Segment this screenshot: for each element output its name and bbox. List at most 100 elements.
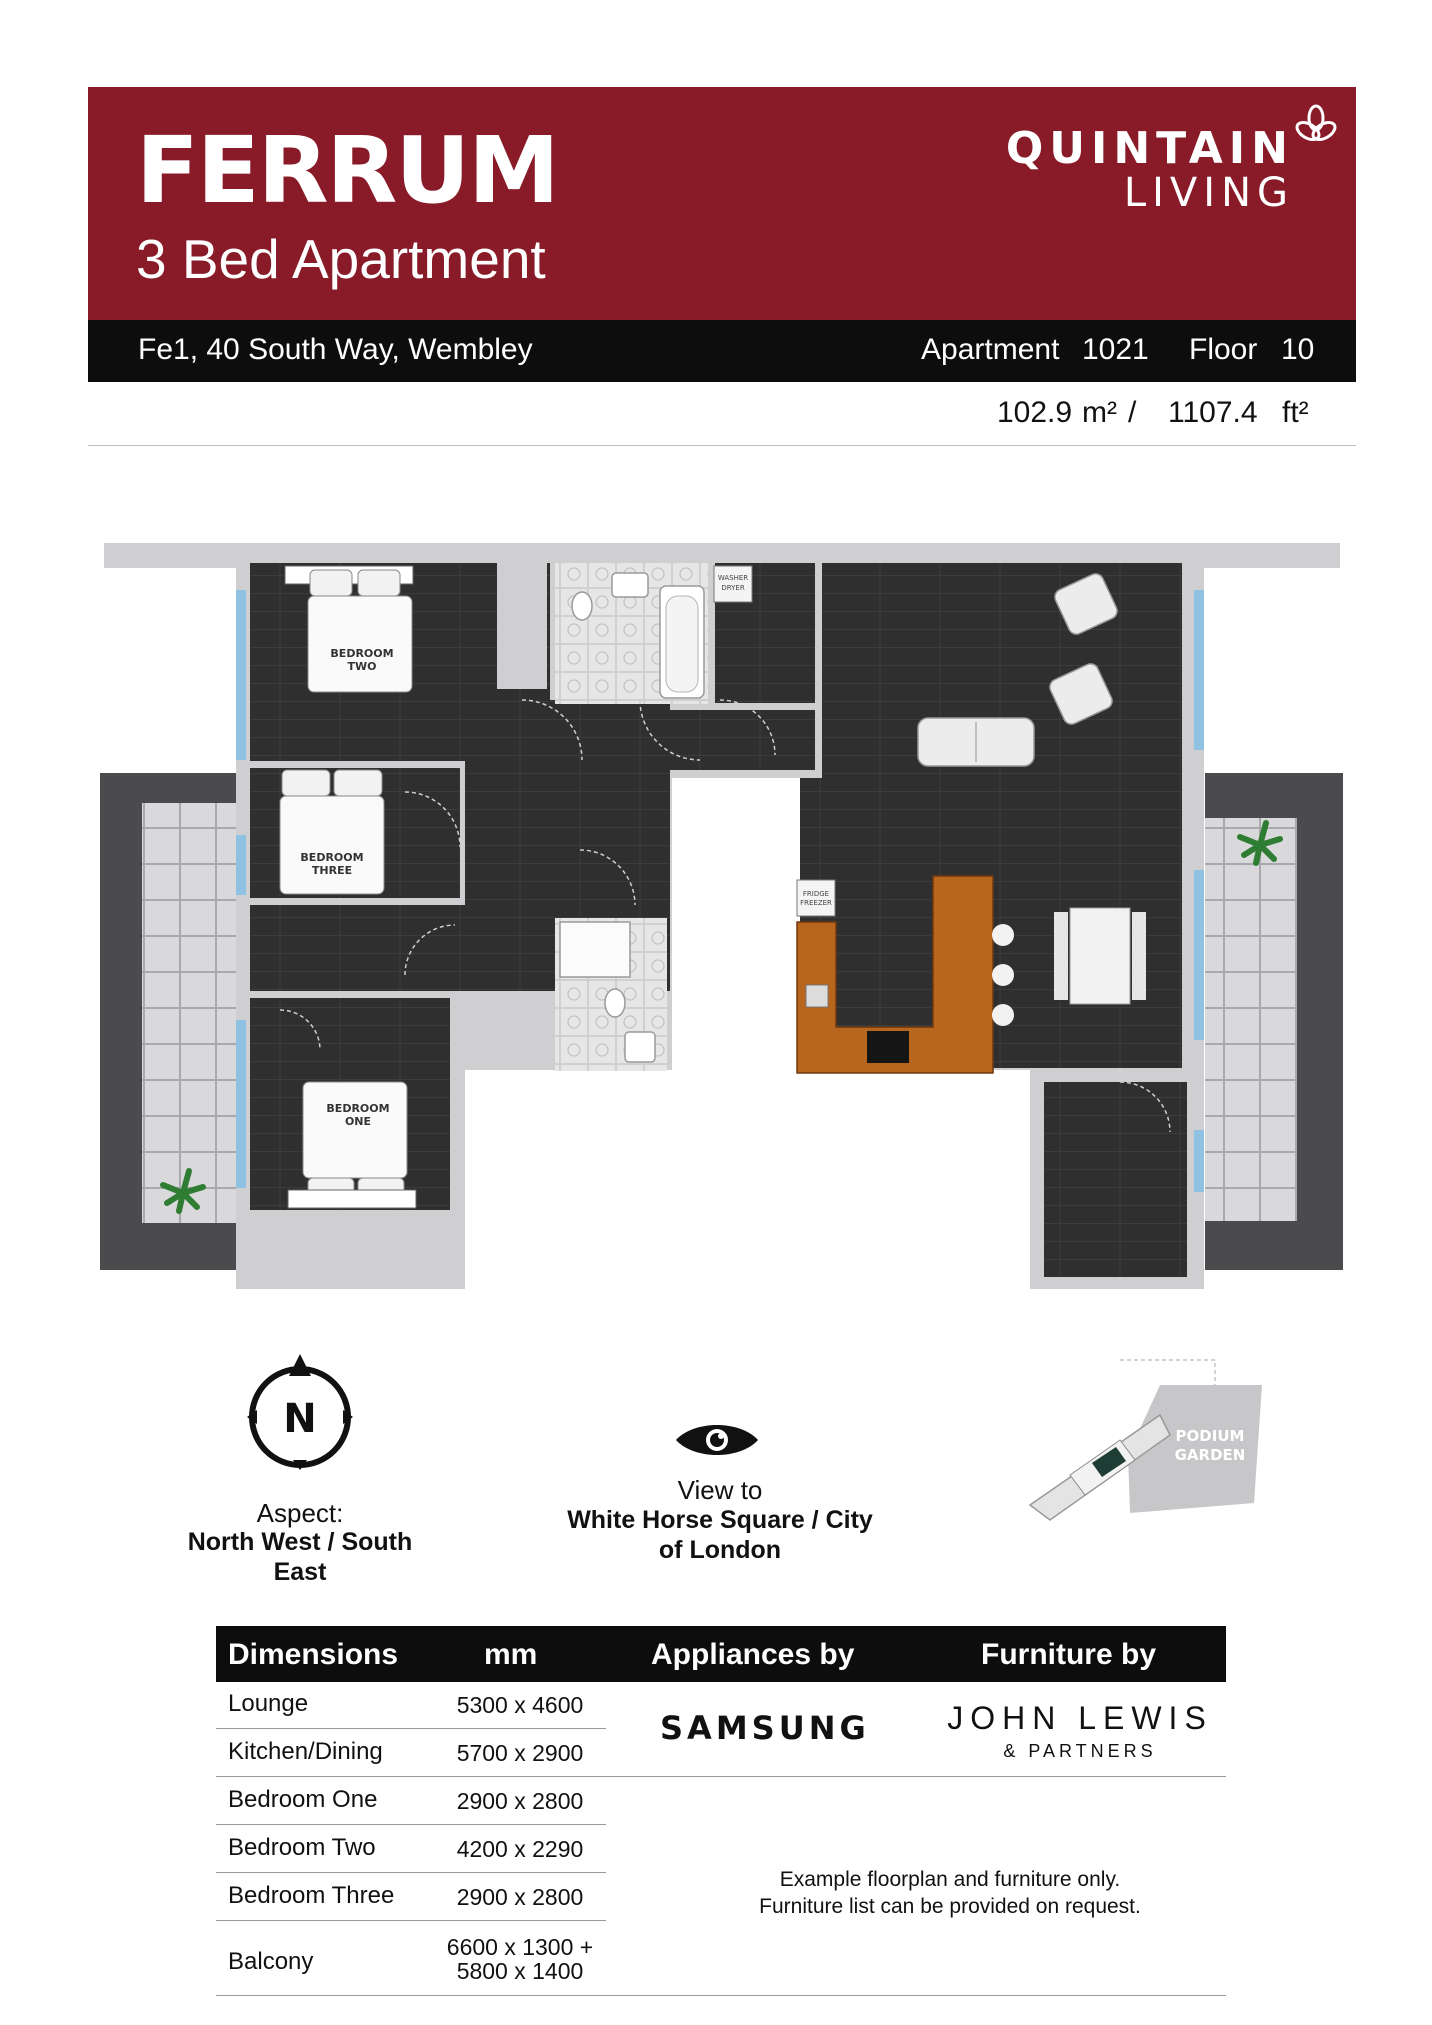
window bbox=[236, 590, 246, 760]
balcony-west-floor bbox=[142, 803, 236, 1223]
dining-table bbox=[1069, 907, 1131, 1005]
area-sqm-unit: m² bbox=[1082, 396, 1117, 429]
compass-letter: N bbox=[283, 1396, 316, 1442]
ensuite-toilet bbox=[604, 988, 626, 1018]
address-bar: Fe1, 40 South Way, Wembley Apartment 102… bbox=[88, 320, 1356, 382]
floor-plan: BEDROOM TWO BEDROOM THREE BEDROOM ONE WA… bbox=[100, 543, 1343, 1289]
apartment-location-marker bbox=[1092, 1447, 1126, 1477]
row-size: 5700 x 2900 bbox=[456, 1740, 584, 1766]
window bbox=[1194, 870, 1204, 1040]
area-sqft: 1107.4 bbox=[1168, 396, 1258, 429]
toilet bbox=[571, 591, 593, 621]
row-size-2: 5800 x 1400 bbox=[456, 1958, 584, 1984]
bar-stool bbox=[992, 924, 1014, 946]
plant-icon bbox=[1237, 820, 1283, 866]
header-dimensions: Dimensions bbox=[228, 1638, 399, 1671]
aspect-label: Aspect: bbox=[256, 1498, 344, 1528]
bedroom-one-label: BEDROOM bbox=[326, 1102, 389, 1115]
brand-name-line2: LIVING bbox=[1123, 170, 1294, 216]
brand-name-line1: QUINTAIN bbox=[1005, 123, 1294, 174]
row-divider bbox=[216, 1920, 606, 1921]
fridge-label-2: FREEZER bbox=[800, 899, 832, 907]
podium-label-1: PODIUM bbox=[1176, 1427, 1245, 1445]
bed-bedroom-two bbox=[284, 565, 414, 693]
eye-icon bbox=[676, 1425, 758, 1455]
development-title: FERRUM bbox=[136, 117, 560, 224]
window bbox=[236, 1020, 246, 1188]
armchair bbox=[1054, 573, 1118, 635]
hob-icon bbox=[867, 1031, 909, 1063]
row-room: Lounge bbox=[228, 1690, 309, 1717]
row-size: 5300 x 4600 bbox=[456, 1692, 584, 1718]
note-line-1: Example floorplan and furniture only. bbox=[779, 1868, 1121, 1891]
bar-stool bbox=[992, 1004, 1014, 1026]
kitchen-counter bbox=[796, 875, 994, 1074]
view-label: View to bbox=[677, 1475, 763, 1505]
row-room: Kitchen/Dining bbox=[228, 1738, 383, 1765]
row-room: Bedroom Three bbox=[228, 1882, 395, 1909]
washer-label: WASHER bbox=[718, 574, 748, 582]
shower-tray bbox=[559, 921, 631, 978]
entrance-floor bbox=[1044, 1082, 1187, 1277]
bedroom-three-label-2: THREE bbox=[312, 864, 352, 877]
area-separator: / bbox=[1128, 396, 1137, 429]
header-appliances: Appliances by bbox=[651, 1638, 855, 1671]
window bbox=[1194, 590, 1204, 750]
courtyard-lower bbox=[465, 1070, 1030, 1289]
row-size: 2900 x 2800 bbox=[456, 1884, 584, 1910]
row-room: Balcony bbox=[228, 1948, 314, 1975]
bar-stool bbox=[992, 964, 1014, 986]
row-room: Bedroom One bbox=[228, 1786, 378, 1813]
ensuite-basin bbox=[624, 1031, 656, 1063]
row-size: 2900 x 2800 bbox=[456, 1788, 584, 1814]
floor-number: 10 bbox=[1281, 333, 1315, 366]
area-sqm: 102.9 bbox=[997, 396, 1073, 429]
header-banner: FERRUM 3 Bed Apartment QUINTAIN LIVING bbox=[88, 87, 1356, 320]
plant-icon bbox=[160, 1168, 206, 1214]
apartment-label: Apartment bbox=[921, 333, 1060, 366]
header-divider bbox=[88, 445, 1356, 446]
furniture-brand-logo-sub: & PARTNERS bbox=[1003, 1741, 1157, 1761]
compass-icon: N bbox=[247, 1354, 353, 1470]
address: Fe1, 40 South Way, Wembley bbox=[138, 333, 533, 366]
apartment-number: 1021 bbox=[1082, 333, 1149, 366]
disclaimer-note: Example floorplan and furniture only. Fu… bbox=[690, 1866, 1210, 1921]
row-divider bbox=[216, 1824, 606, 1825]
brand-trefoil-icon bbox=[1295, 104, 1337, 142]
window bbox=[1194, 1130, 1204, 1192]
bedroom-three-label: BEDROOM bbox=[300, 851, 363, 864]
window bbox=[236, 835, 246, 895]
basin bbox=[611, 572, 649, 598]
sink-icon bbox=[805, 984, 829, 1008]
note-line-2: Furniture list can be provided on reques… bbox=[759, 1895, 1141, 1919]
bed-bedroom-three bbox=[279, 769, 385, 895]
view-value: White Horse Square / City of London bbox=[567, 1506, 873, 1564]
apartment-type: 3 Bed Apartment bbox=[136, 228, 546, 290]
fridge-freezer bbox=[796, 879, 836, 917]
fridge-label: FRIDGE bbox=[803, 890, 829, 898]
furniture-brand-logo: JOHN LEWIS bbox=[947, 1700, 1213, 1736]
row-divider bbox=[216, 1872, 606, 1873]
row-room: Bedroom Two bbox=[228, 1834, 376, 1861]
appliance-brand-logo: SAMSUNG bbox=[660, 1709, 870, 1747]
row-size: 6600 x 1300 + bbox=[446, 1934, 594, 1960]
bedroom-two-label: BEDROOM bbox=[330, 647, 393, 660]
spec-table-header: Dimensions mm Appliances by Furniture by bbox=[216, 1626, 1226, 1682]
site-plan-map: PODIUM GARDEN bbox=[1028, 1359, 1262, 1521]
armchair bbox=[1049, 663, 1113, 725]
row-divider bbox=[216, 1728, 606, 1729]
row-size: 4200 x 2290 bbox=[456, 1836, 584, 1862]
header-furniture: Furniture by bbox=[981, 1638, 1157, 1671]
area-sqft-unit: ft² bbox=[1282, 396, 1309, 429]
bedroom-two-label-2: TWO bbox=[348, 660, 377, 673]
balcony-east-floor bbox=[1205, 818, 1297, 1221]
courtyard-centre bbox=[672, 778, 800, 1082]
floor-label: Floor bbox=[1189, 333, 1258, 366]
aspect-value: North West / South East bbox=[187, 1528, 413, 1586]
washer-label-2: DRYER bbox=[721, 584, 745, 592]
washer-dryer bbox=[713, 565, 753, 603]
podium-label-2: GARDEN bbox=[1175, 1446, 1246, 1464]
bedroom-one-label-2: ONE bbox=[345, 1115, 371, 1128]
row-divider bbox=[216, 1776, 1226, 1777]
bed-bedroom-one bbox=[287, 1081, 417, 1209]
